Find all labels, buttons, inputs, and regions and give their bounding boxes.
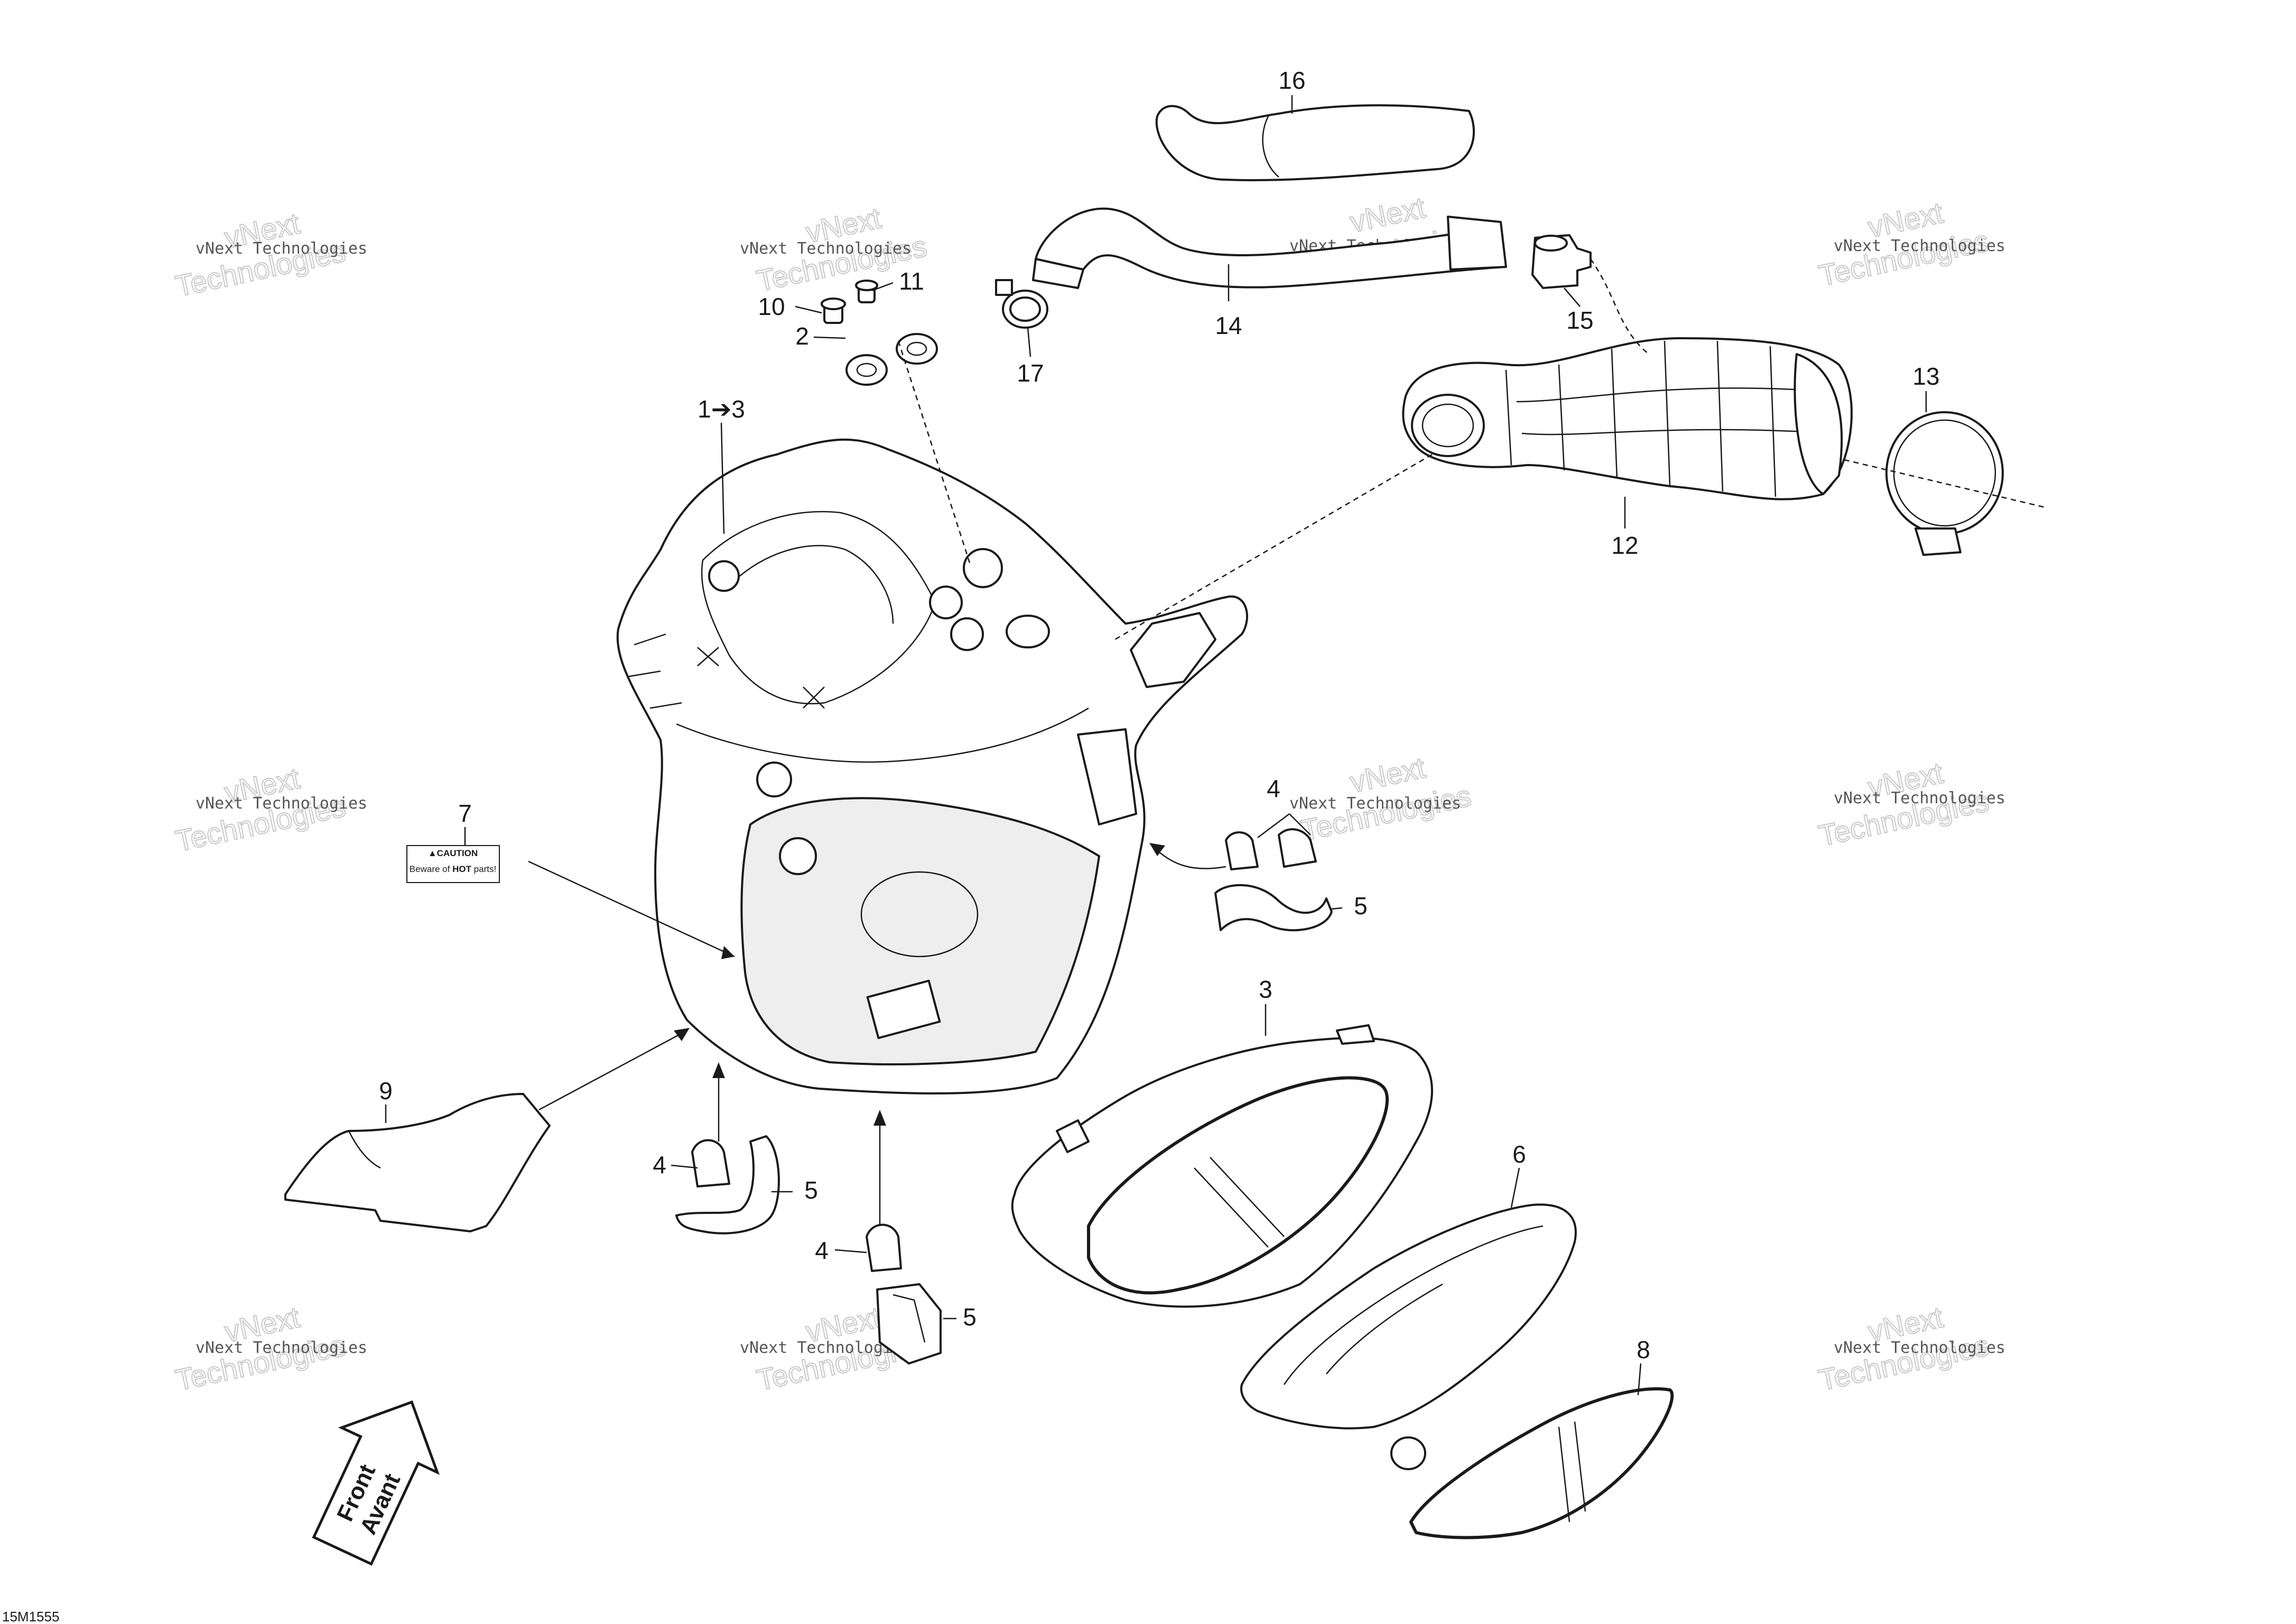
- callout-12: 12: [1611, 532, 1638, 559]
- caution-text-emphasis: HOT: [452, 864, 472, 874]
- watermark-small: vNext Technologies: [740, 239, 912, 258]
- part-2-grommets[interactable]: [845, 333, 938, 386]
- caution-text-prefix: Beware of: [410, 864, 452, 874]
- part-5-retainer-upper[interactable]: [1214, 884, 1333, 932]
- part-12-intake-duct[interactable]: [1402, 337, 1853, 500]
- callout-2: 2: [795, 322, 809, 350]
- part-8-filter-element[interactable]: [1409, 1387, 1674, 1539]
- callout-3: 3: [1259, 976, 1272, 1003]
- callout-7: 7: [458, 800, 472, 827]
- watermark-small: vNext Technologies: [1834, 237, 2005, 255]
- watermark-small: vNext Technologies: [196, 239, 367, 258]
- watermark-small: vNext Technologies: [1289, 794, 1461, 813]
- watermark-small: vNext Technologies: [196, 794, 367, 813]
- callout-4: 4: [815, 1237, 829, 1264]
- callout-9: 9: [379, 1077, 393, 1105]
- callout-6: 6: [1512, 1140, 1526, 1168]
- part-5-retainer-lower-mid[interactable]: [876, 1283, 942, 1365]
- part-11-plug[interactable]: [855, 280, 878, 303]
- part-14-hose[interactable]: [1032, 207, 1507, 289]
- part-4-spacer-upper[interactable]: [1225, 828, 1317, 870]
- caution-heading: ▲CAUTION: [428, 848, 478, 858]
- part-17-clamp[interactable]: [995, 279, 1048, 329]
- drawing-code: 15M1555: [2, 1609, 59, 1624]
- callout-5: 5: [804, 1176, 818, 1204]
- caution-text-suffix: parts!: [471, 864, 496, 874]
- callout-4: 4: [1267, 775, 1280, 802]
- watermark-small: vNext Technologies: [1834, 789, 2005, 808]
- callout-16: 16: [1278, 67, 1305, 94]
- callout-5: 5: [963, 1303, 977, 1331]
- part-3-filter-housing[interactable]: [1011, 1024, 1433, 1308]
- part-4-spacer-lower-mid[interactable]: [866, 1223, 902, 1272]
- leader-lines: [385, 95, 2046, 1396]
- callout-4: 4: [653, 1151, 666, 1178]
- caution-text: Beware of HOT parts!: [410, 864, 496, 874]
- callout-1-to-3: 1➔3: [698, 395, 745, 423]
- front-direction-arrow: Front Avant: [312, 1400, 440, 1566]
- callout-11: 11: [899, 267, 924, 295]
- callout-labels: 16 14 15 17 10 11 2 1➔3 13 12 7 4 5 3 9 …: [379, 67, 1939, 1363]
- callout-17: 17: [1017, 359, 1044, 387]
- part-13-clamp[interactable]: [1885, 411, 2004, 556]
- callout-10: 10: [758, 293, 785, 320]
- part-4-spacer-lower-left[interactable]: [691, 1139, 730, 1187]
- callout-8: 8: [1637, 1336, 1650, 1363]
- callout-13: 13: [1912, 363, 1939, 390]
- watermark-small: vNext Technologies: [196, 1339, 367, 1357]
- part-1-airbox-assembly[interactable]: [616, 438, 1248, 1094]
- watermark-small: vNext Technologies: [1834, 1339, 2005, 1357]
- part-6-filter[interactable]: [1240, 1203, 1577, 1470]
- part-15-fitting[interactable]: [1531, 234, 1592, 289]
- callout-14: 14: [1215, 312, 1242, 339]
- part-9-heat-shield[interactable]: [284, 1093, 551, 1232]
- part-5-retainer-lower-left[interactable]: [675, 1135, 780, 1235]
- callout-5: 5: [1354, 892, 1368, 920]
- part-10-plug[interactable]: [821, 298, 846, 324]
- callout-15: 15: [1566, 307, 1593, 334]
- part-16-hose[interactable]: [1155, 104, 1475, 181]
- part-7-caution-label[interactable]: ▲CAUTION Beware of HOT parts!: [406, 845, 500, 883]
